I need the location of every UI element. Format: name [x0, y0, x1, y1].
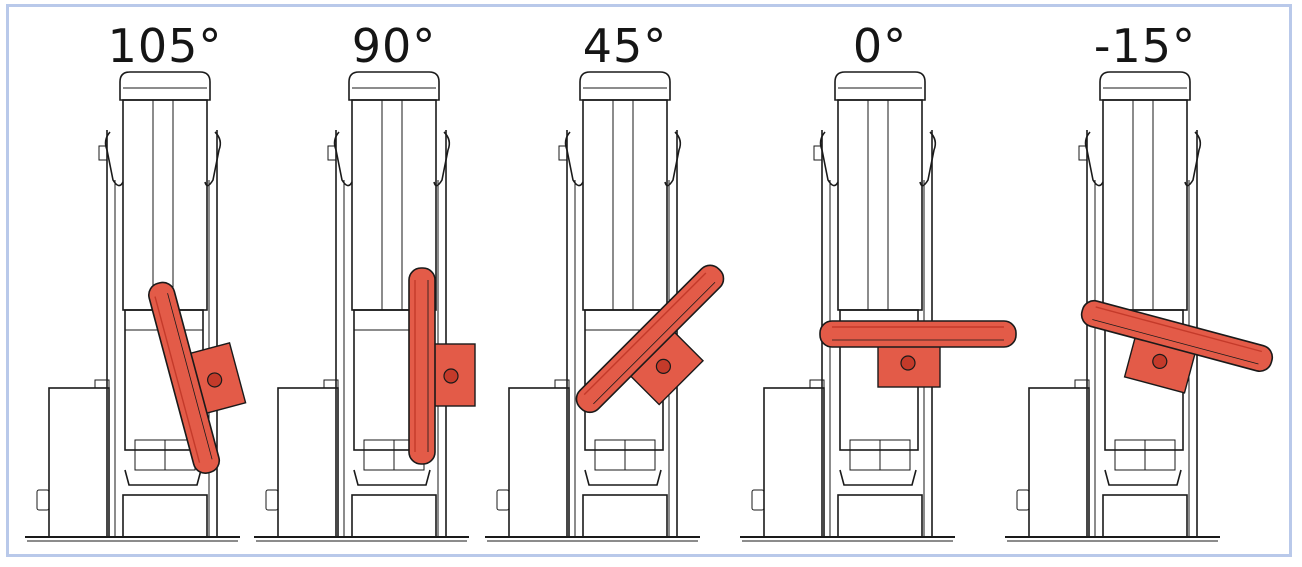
- column-cap: [1099, 71, 1191, 101]
- cabinet-knob: [36, 489, 50, 511]
- cabinet-cap: [1074, 379, 1090, 389]
- hook-right: [433, 131, 451, 187]
- angle-label-90: 90°: [351, 19, 437, 73]
- side-cabinet: [763, 387, 825, 538]
- hook-left: [104, 131, 124, 187]
- mount-knob: [900, 355, 916, 371]
- panel-edge-line: [1095, 306, 1263, 353]
- detector-panel: [148, 281, 221, 474]
- cabinet-cap: [809, 379, 825, 389]
- side-bracket: [558, 145, 568, 161]
- side-bracket: [813, 145, 823, 161]
- detector-assembly: [148, 281, 247, 474]
- column-cap: [348, 71, 440, 101]
- detector-panel: [575, 264, 725, 414]
- pedestal: [1102, 494, 1188, 538]
- pedestal: [351, 494, 437, 538]
- stand-drawing-105: [25, 71, 247, 542]
- angle-label-45: 45°: [582, 19, 668, 73]
- hook-left: [1084, 131, 1104, 187]
- side-cabinet: [508, 387, 570, 538]
- cabinet-cap: [554, 379, 570, 389]
- position-panel-45: 45°: [485, 19, 725, 542]
- side-bracket: [98, 145, 108, 161]
- detector-assembly: [408, 267, 476, 465]
- stand-2: [485, 71, 700, 542]
- panel-edge-line: [583, 272, 707, 396]
- cabinet-knob: [496, 489, 510, 511]
- lower-housing: [584, 469, 662, 486]
- hook-right: [919, 131, 937, 187]
- hook-left: [564, 131, 584, 187]
- hook-right: [204, 131, 222, 187]
- position-panel-105: 105°: [0, 0, 260, 567]
- mount-knob: [443, 368, 459, 384]
- cabinet-knob: [751, 489, 765, 511]
- column-cap: [579, 71, 671, 101]
- side-bracket: [1078, 145, 1088, 161]
- stand-3: [740, 71, 955, 542]
- panel-inner-line: [1092, 319, 1259, 365]
- position-panel-90: 90°: [0, 0, 500, 567]
- detector-assembly: [819, 320, 1017, 388]
- mount-knob: [655, 358, 672, 374]
- angle-label-minus15: -15°: [1093, 19, 1197, 73]
- hook-right: [664, 131, 682, 187]
- column-cap: [119, 71, 211, 101]
- detector-assembly: [575, 264, 725, 414]
- pedestal: [122, 494, 208, 538]
- column-shaft: [1102, 99, 1188, 311]
- lower-housing: [353, 469, 431, 486]
- column-cap: [834, 71, 926, 101]
- mount-knob: [1152, 353, 1168, 370]
- side-cabinet: [277, 387, 339, 538]
- cabinet-knob: [1016, 489, 1030, 511]
- pedestal: [837, 494, 923, 538]
- panel-inner-line: [167, 293, 213, 460]
- lower-housing: [1104, 469, 1182, 486]
- angle-label-105: 105°: [107, 19, 223, 73]
- detector-panel: [1080, 299, 1274, 373]
- angle-label-0: 0°: [852, 19, 908, 73]
- lower-housing: [124, 469, 202, 486]
- side-bracket: [327, 145, 337, 161]
- stand-drawing-0: [740, 71, 1017, 542]
- figure-frame: [6, 4, 1292, 557]
- pedestal: [582, 494, 668, 538]
- side-cabinet: [48, 387, 110, 538]
- stand-1: [254, 71, 469, 542]
- stand-drawing-45: [485, 71, 725, 542]
- cabinet-cap: [94, 379, 110, 389]
- hook-left: [333, 131, 353, 187]
- hook-right: [1184, 131, 1202, 187]
- lower-housing: [839, 469, 917, 486]
- stand-0: [25, 71, 240, 542]
- mount-knob: [207, 372, 223, 388]
- stand-drawing-90: [254, 71, 476, 542]
- cabinet-knob: [265, 489, 279, 511]
- cabinet-cap: [323, 379, 339, 389]
- panel-inner-line: [593, 281, 716, 405]
- hook-left: [819, 131, 839, 187]
- position-panel-0: 0°: [740, 19, 1017, 542]
- side-cabinet: [1028, 387, 1090, 538]
- detector-assembly: [1080, 299, 1274, 394]
- panel-edge-line: [154, 296, 201, 463]
